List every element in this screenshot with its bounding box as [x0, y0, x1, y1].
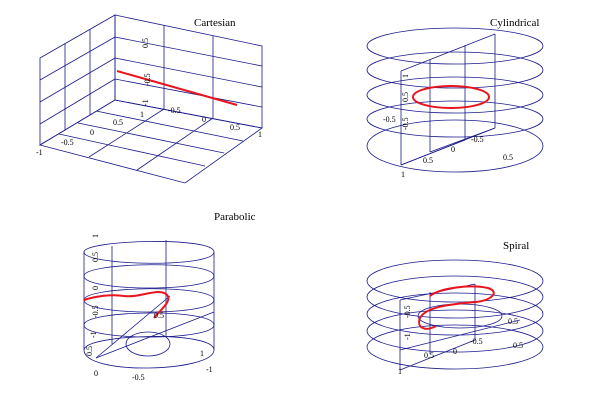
cart-x-tick-1: -0.5: [61, 138, 74, 147]
parabolic-curve: [83, 291, 170, 319]
cylindrical-panel: Cylindrical -0.5 0.5 0.5 1 0 -0.5 1 0.5: [366, 17, 544, 179]
cylindrical-title: Cylindrical: [490, 17, 540, 29]
par-z-tick-5: 0.5: [85, 346, 94, 356]
cart-x-tick-2: 0: [90, 128, 94, 137]
cyl-z-tick-1: 0.5: [401, 92, 410, 102]
cart-y-tick-1: -0.5: [168, 106, 181, 115]
spiral-curve: [418, 285, 495, 330]
sp-x-tick-0: 1: [398, 367, 402, 376]
cart-x-tick-4: 1: [140, 110, 144, 119]
cyl-theta-tick-0: 0: [451, 145, 455, 154]
cyl-r-tick-4: 1: [401, 170, 405, 179]
parabolic-title: Parabolic: [214, 211, 256, 223]
cyl-r-tick-3: 0.5: [503, 153, 513, 162]
sp-y-tick-0: 0.5: [508, 317, 518, 326]
cart-y-tick-3: 0.5: [230, 123, 240, 132]
par-z-tick-3: -0.5: [91, 305, 100, 318]
parabolic-grid: [83, 240, 215, 369]
cartesian-grid: [38, 14, 263, 184]
cyl-theta-tick-1: -0.5: [471, 135, 484, 144]
par-z-tick-0: 1: [91, 234, 100, 238]
parabolic-panel: Parabolic 0 -0.5 -1 0.5 1 1 0.5 0 -: [83, 211, 256, 382]
cyl-z-tick-3: -0.5: [401, 117, 410, 130]
sp-z-tick-0: -0.5: [403, 305, 412, 318]
cart-z-tick-2: -0.5: [143, 73, 152, 86]
cyl-r-tick-2: 0.5: [423, 156, 433, 165]
cart-x-tick-0: -1: [36, 148, 43, 157]
cylindrical-grid: [366, 27, 544, 173]
cylindrical-curve: [412, 85, 490, 109]
cartesian-curve: [116, 70, 238, 106]
sp-y-tick-2: 0.5: [513, 341, 523, 350]
par-z-tick-1: 0.5: [91, 252, 100, 262]
par-z-tick-4: -1: [89, 331, 98, 338]
cartesian-title: Cartesian: [194, 17, 236, 29]
sp-x-tick-3: -0.5: [470, 337, 483, 346]
cylindrical-ticks: -0.5 0.5 0.5 1 0 -0.5 1 0.5 -0.5: [383, 74, 513, 179]
cyl-r-tick-0: -0.5: [383, 115, 396, 124]
spiral-title: Spiral: [503, 240, 529, 252]
cyl-z-tick-0: 1: [401, 74, 410, 78]
par-u-tick-2: -1: [206, 365, 213, 374]
spiral-panel: Spiral 1 0.5 0 -0.5 0.5 0.5 -0.5 -1: [366, 240, 544, 376]
par-z-tick-2: 0: [91, 286, 100, 290]
par-v-tick-0: 0.5: [154, 311, 164, 320]
parabolic-ticks: 0 -0.5 -1 0.5 1 1 0.5 0 -0.5 -1 0.5: [85, 234, 213, 382]
sp-z-tick-1: -1: [403, 333, 412, 340]
sp-x-tick-1: 0.5: [424, 351, 434, 360]
cart-z-tick-0: 0.5: [141, 38, 150, 48]
par-v-tick-1: 1: [200, 349, 204, 358]
sp-x-tick-2: 0: [453, 347, 457, 356]
cartesian-ticks: -1 -0.5 0 0.5 1 -0.5 0 0.5 1 0.5 -0.5 -1: [36, 38, 262, 157]
par-u-tick-1: -0.5: [132, 373, 145, 382]
cart-z-tick-3: -1: [141, 99, 150, 106]
cart-y-tick-4: 1: [258, 130, 262, 139]
cart-y-tick-2: 0: [202, 115, 206, 124]
cartesian-panel: Cartesian -1 -0.5 0 0.5 1 -0.5 0 0.5 1: [36, 14, 263, 184]
par-u-tick-0: 0: [94, 369, 98, 378]
spiral-ticks: 1 0.5 0 -0.5 0.5 0.5 -0.5 -1: [398, 305, 523, 376]
cart-x-tick-3: 0.5: [113, 118, 123, 127]
